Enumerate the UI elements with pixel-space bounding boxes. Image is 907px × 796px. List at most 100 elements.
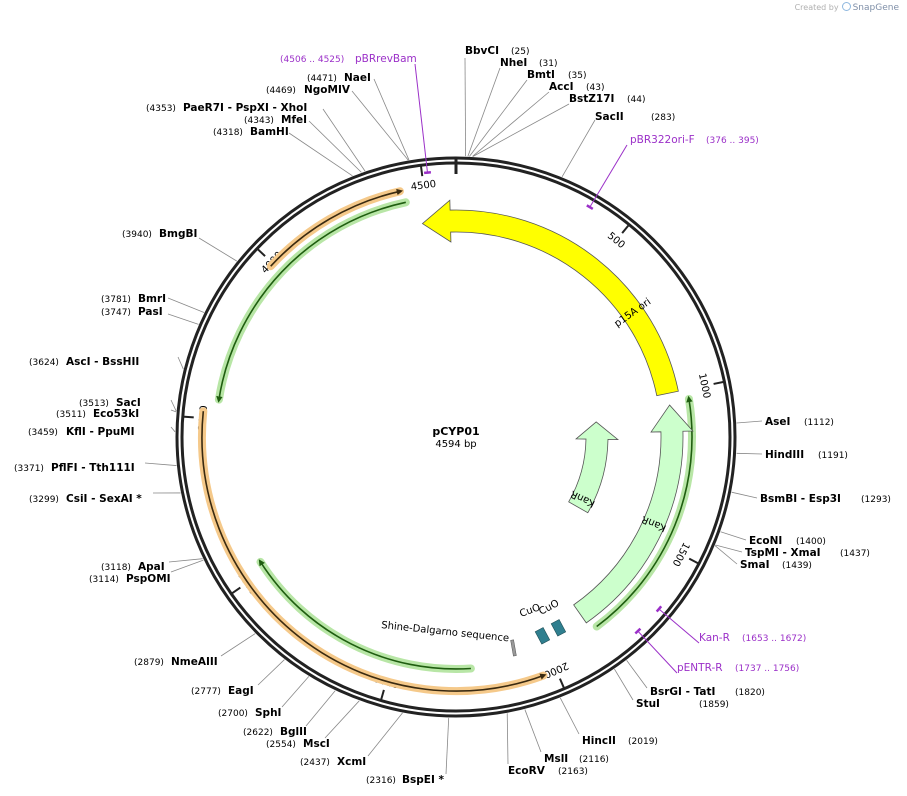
site-position: (1191) bbox=[818, 451, 848, 461]
site-leader bbox=[472, 91, 550, 157]
site-position: (2116) bbox=[579, 755, 609, 765]
orf-halo bbox=[197, 407, 548, 696]
site-label: EcoRV bbox=[508, 765, 546, 777]
site-label: SphI bbox=[255, 707, 281, 719]
site-position: (2879) bbox=[134, 658, 164, 668]
site-position: (2622) bbox=[243, 728, 273, 738]
site-label: TspMI - XmaI bbox=[745, 547, 821, 559]
primer-mark bbox=[634, 627, 642, 635]
site-label: NaeI bbox=[344, 72, 371, 84]
restriction-sites: BbvCI(25)NheI(31)BmtI(35)AccI(43)BstZ17I… bbox=[14, 45, 891, 786]
tick-mark bbox=[713, 380, 725, 385]
site-position: (3371) bbox=[14, 464, 44, 474]
plasmid-name: pCYP01 bbox=[432, 425, 479, 438]
site-leader bbox=[177, 356, 184, 370]
site-position: (2163) bbox=[558, 767, 588, 777]
site-position: (4318) bbox=[213, 128, 243, 138]
tick-label: 1500 bbox=[670, 540, 692, 568]
site-leader bbox=[720, 531, 747, 541]
site-label: KflI - PpuMI bbox=[66, 426, 135, 438]
site-leader bbox=[373, 78, 410, 161]
site-position: (3114) bbox=[89, 575, 119, 585]
primer-position: (376 .. 395) bbox=[706, 136, 759, 146]
site-position: (1820) bbox=[735, 688, 765, 698]
site-leader bbox=[524, 709, 542, 753]
site-leader bbox=[736, 420, 763, 424]
primer-leader bbox=[414, 63, 428, 173]
site-position: (2019) bbox=[628, 737, 658, 747]
site-leader bbox=[469, 79, 528, 157]
site-position: (1112) bbox=[804, 418, 834, 428]
primer-position: (1737 .. 1756) bbox=[735, 664, 799, 674]
site-leader bbox=[167, 297, 205, 313]
site-leader bbox=[324, 700, 360, 739]
site-position: (1437) bbox=[840, 549, 870, 559]
site-position: (35) bbox=[568, 71, 586, 81]
site-position: (3299) bbox=[29, 495, 59, 505]
site-label: PaeR7I - PspXI - XhoI bbox=[183, 102, 307, 114]
site-label: BmrI bbox=[138, 293, 166, 305]
site-leader bbox=[559, 697, 580, 735]
feature-cuo-1 bbox=[534, 627, 551, 645]
credit-brand: SnapGene bbox=[852, 3, 899, 13]
site-label: AccI bbox=[549, 81, 573, 93]
site-position: (25) bbox=[511, 47, 529, 57]
site-leader bbox=[144, 462, 177, 466]
orf-halo bbox=[256, 557, 475, 673]
site-label: NgoMIV bbox=[304, 84, 351, 96]
site-label: BamHI bbox=[250, 126, 289, 138]
feature-cuo-2 bbox=[550, 619, 567, 637]
site-leader bbox=[168, 558, 203, 563]
site-position: (3513) bbox=[79, 399, 109, 409]
site-label: BbvCI bbox=[465, 45, 499, 57]
feature-kanr-inner bbox=[568, 421, 620, 514]
site-position: (4343) bbox=[244, 116, 274, 126]
site-position: (3940) bbox=[122, 230, 152, 240]
site-position: (3459) bbox=[28, 428, 58, 438]
site-label: BglII bbox=[280, 726, 307, 738]
site-leader bbox=[736, 452, 763, 455]
site-label: MslI bbox=[544, 753, 568, 765]
tick-mark bbox=[256, 247, 266, 257]
site-label: HincII bbox=[582, 735, 616, 747]
site-leader bbox=[167, 313, 199, 325]
site-leader bbox=[257, 659, 285, 686]
site-leader bbox=[288, 132, 353, 177]
site-position: (4471) bbox=[307, 74, 337, 84]
site-position: (3624) bbox=[29, 358, 59, 368]
site-leader bbox=[281, 676, 310, 708]
site-label: BspEI * bbox=[402, 774, 445, 786]
site-position: (44) bbox=[627, 95, 645, 105]
primer-label: pBR322ori-F bbox=[630, 134, 695, 146]
site-label: AseI bbox=[765, 416, 790, 428]
site-leader bbox=[170, 559, 204, 573]
credit-prefix: Created by bbox=[794, 3, 839, 12]
site-label: Eco53kI bbox=[93, 408, 139, 420]
site-leader bbox=[714, 545, 738, 565]
feature-p15a-ori bbox=[421, 199, 679, 397]
primer-position: (1653 .. 1672) bbox=[742, 634, 806, 644]
orf-arc bbox=[270, 188, 404, 267]
site-leader bbox=[220, 633, 256, 657]
site-label: PflFI - Tth111I bbox=[51, 462, 135, 474]
site-position: (2554) bbox=[266, 740, 296, 750]
site-label: SacI bbox=[116, 397, 141, 409]
tick-label: 4500 bbox=[410, 179, 437, 193]
site-label: AscI - BssHII bbox=[66, 356, 139, 368]
site-label: BsmBI - Esp3I bbox=[760, 493, 841, 505]
site-position: (3781) bbox=[101, 295, 131, 305]
site-label: SacII bbox=[595, 111, 624, 123]
site-leader bbox=[170, 426, 176, 433]
site-label: BstZ17I bbox=[569, 93, 614, 105]
site-leader bbox=[715, 544, 743, 553]
site-leader bbox=[467, 67, 501, 157]
site-position: (2316) bbox=[366, 776, 396, 786]
tick-label: 1000 bbox=[696, 372, 712, 399]
site-position: (43) bbox=[586, 83, 604, 93]
site-leader bbox=[198, 237, 238, 262]
tick-mark bbox=[558, 678, 566, 690]
site-position: (4353) bbox=[146, 104, 176, 114]
site-position: (1439) bbox=[782, 561, 812, 571]
